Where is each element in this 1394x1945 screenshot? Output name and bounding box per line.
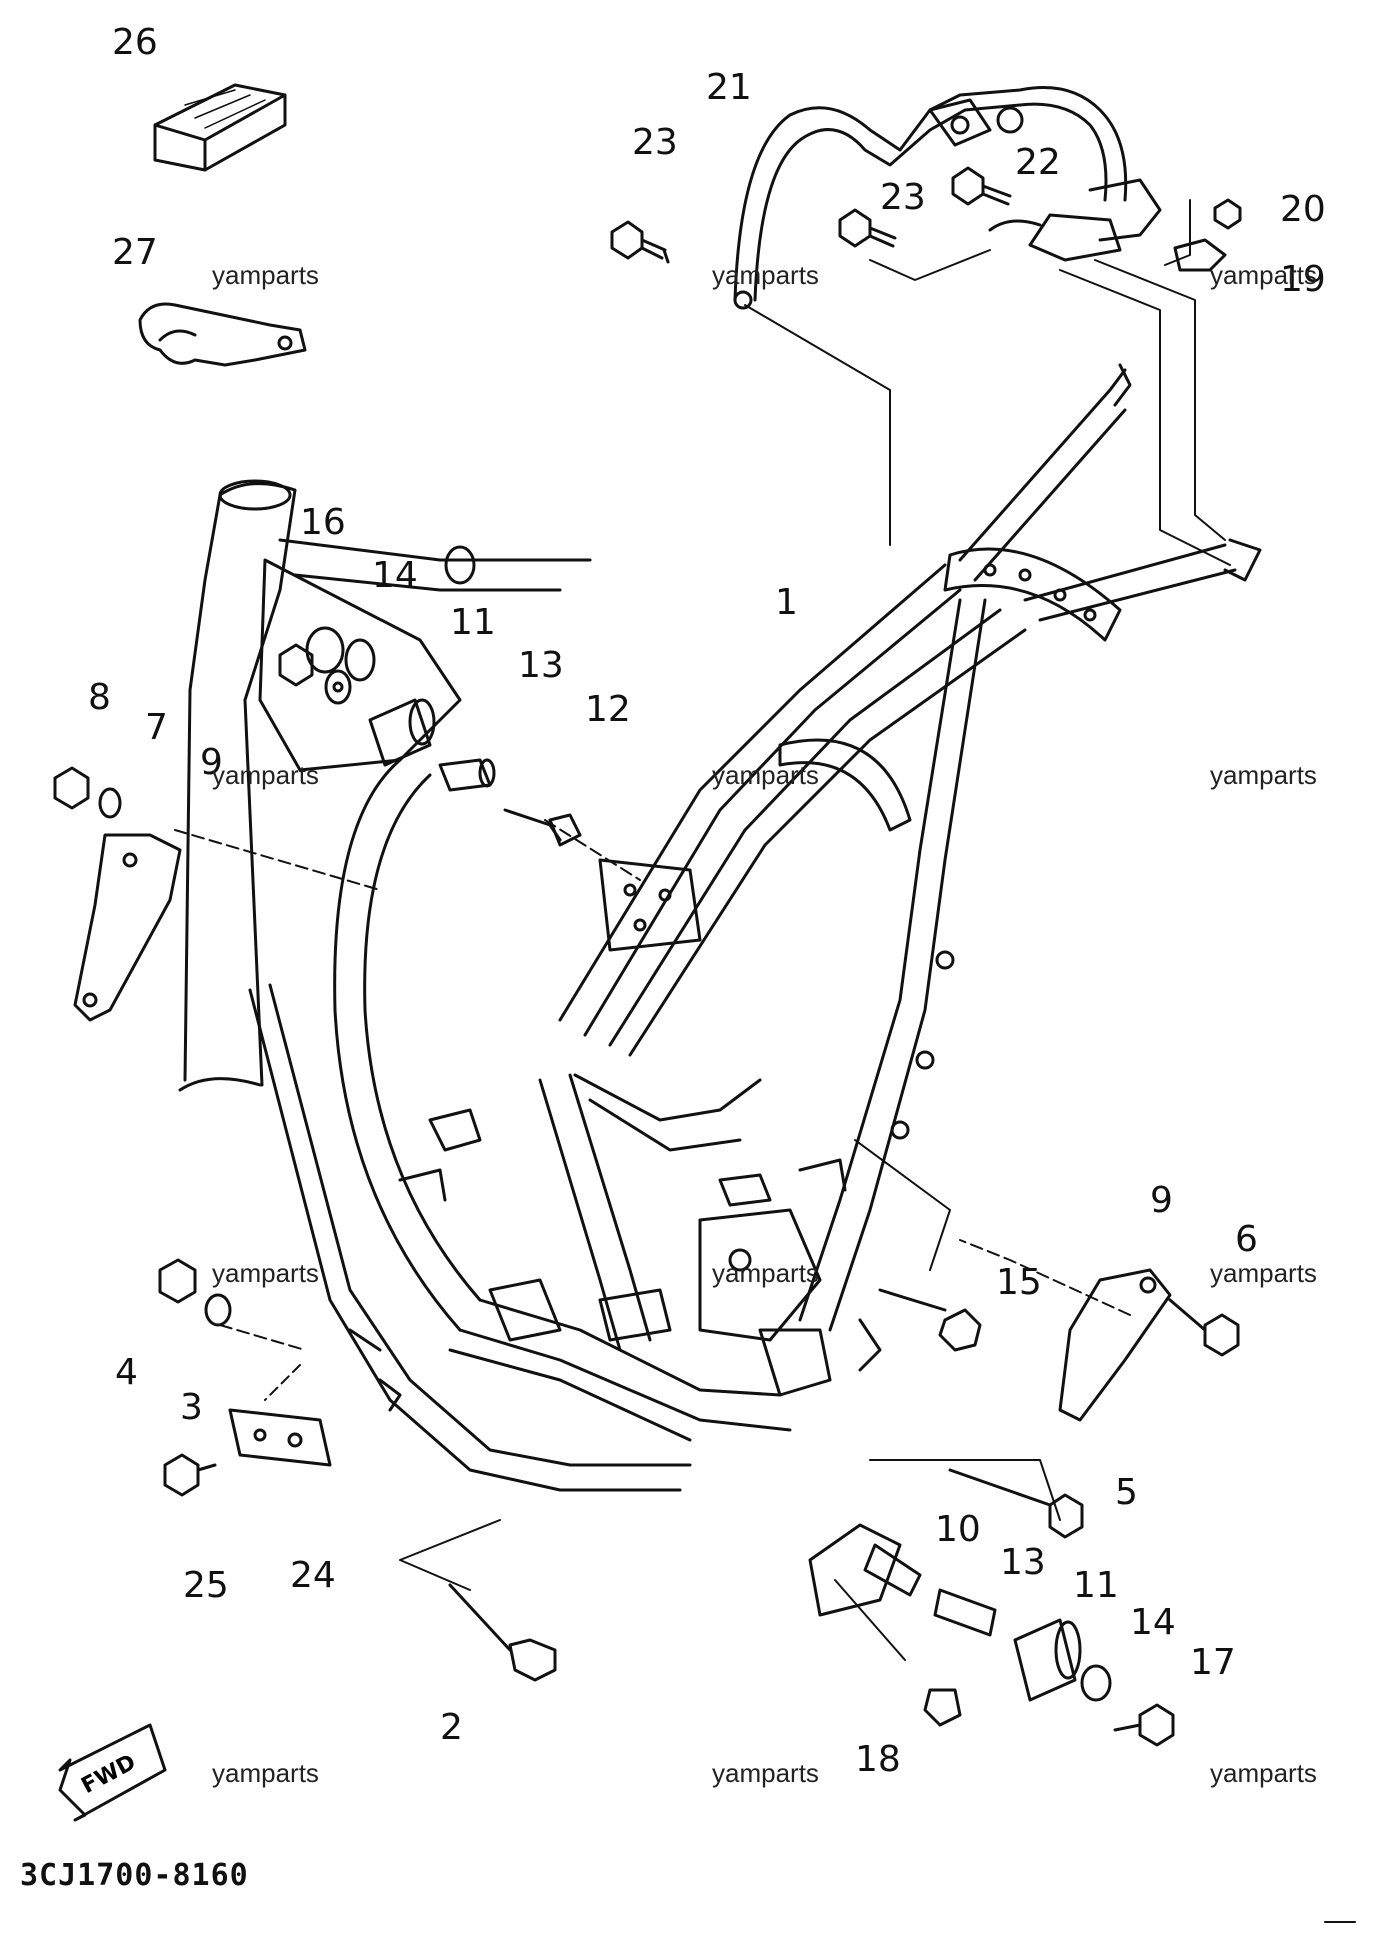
callout-9-left: 9 bbox=[200, 742, 223, 783]
watermark: yamparts bbox=[712, 1758, 819, 1788]
callout-10: 10 bbox=[935, 1509, 981, 1550]
callout-2: 2 bbox=[440, 1707, 463, 1748]
watermark: yamparts bbox=[212, 260, 319, 290]
watermark: yamparts bbox=[1210, 260, 1317, 290]
callout-27: 27 bbox=[112, 232, 158, 273]
callout-13-top: 13 bbox=[518, 645, 564, 686]
fasteners-drawing bbox=[53, 166, 1242, 1747]
callout-4: 4 bbox=[115, 1352, 138, 1393]
forward-direction-arrow bbox=[58, 1723, 167, 1822]
watermark: yamparts bbox=[712, 760, 819, 790]
callout-11-top: 11 bbox=[450, 602, 496, 643]
callout-12: 12 bbox=[585, 689, 631, 730]
callout-11-bottom: 11 bbox=[1073, 1565, 1119, 1606]
callout-24: 24 bbox=[290, 1555, 336, 1596]
callout-6: 6 bbox=[1235, 1219, 1258, 1260]
diagram-part-code: 3CJ1700-8160 bbox=[20, 1858, 249, 1893]
callout-14-bottom: 14 bbox=[1130, 1602, 1176, 1643]
watermark: yamparts bbox=[712, 1258, 819, 1288]
callout-1: 1 bbox=[775, 582, 798, 623]
watermark: yamparts bbox=[212, 1258, 319, 1288]
part-21-upper-bar-drawing bbox=[733, 86, 1162, 310]
callout-25: 25 bbox=[183, 1565, 229, 1606]
callout-23-top: 23 bbox=[632, 122, 678, 163]
part-27-bracket-drawing bbox=[138, 302, 307, 367]
callout-14-top: 14 bbox=[372, 555, 418, 596]
callout-9-right: 9 bbox=[1150, 1180, 1173, 1221]
watermark: yamparts bbox=[1210, 1258, 1317, 1288]
leader-lines bbox=[174, 199, 1231, 1661]
callout-15: 15 bbox=[996, 1262, 1042, 1303]
callout-13-bottom: 13 bbox=[1000, 1542, 1046, 1583]
callout-23-mid: 23 bbox=[880, 177, 926, 218]
watermark: yamparts bbox=[712, 260, 819, 290]
callout-20: 20 bbox=[1280, 189, 1326, 230]
watermark: yamparts bbox=[212, 760, 319, 790]
callout-19: 19 bbox=[1280, 259, 1326, 300]
callout-7: 7 bbox=[145, 707, 168, 748]
callout-22: 22 bbox=[1015, 142, 1061, 183]
watermark: yamparts bbox=[1210, 1758, 1317, 1788]
callout-8: 8 bbox=[88, 677, 111, 718]
callout-3: 3 bbox=[180, 1387, 203, 1428]
part-26-cushion-drawing bbox=[153, 83, 287, 172]
watermark: yamparts bbox=[212, 1758, 319, 1788]
callout-17: 17 bbox=[1190, 1642, 1236, 1683]
callout-26: 26 bbox=[112, 22, 158, 63]
callout-16: 16 bbox=[300, 502, 346, 543]
callout-18: 18 bbox=[855, 1739, 901, 1780]
main-frame-drawing bbox=[178, 363, 1262, 1492]
watermark: yamparts bbox=[1210, 760, 1317, 790]
callout-21: 21 bbox=[706, 67, 752, 108]
callout-5: 5 bbox=[1115, 1472, 1138, 1513]
